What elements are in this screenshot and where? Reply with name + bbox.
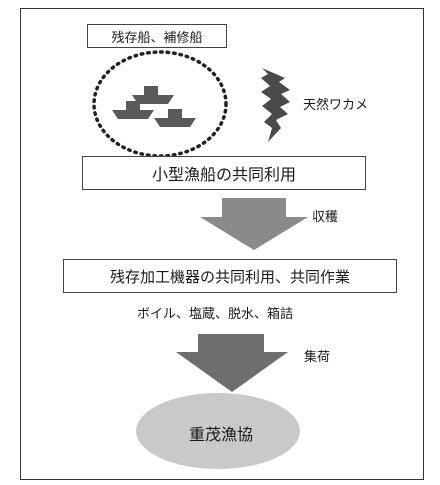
shared-boats-label: 小型漁船の共同利用: [151, 165, 296, 184]
boat-icon: [112, 101, 154, 119]
arrow-harvest: [200, 198, 308, 250]
shared-equipment-box: 残存加工機器の共同利用、共同作業: [63, 259, 397, 293]
seaweed-label: 天然ワカメ: [303, 98, 369, 113]
diagram-frame: [20, 8, 424, 480]
coop-label: 重茂漁協: [189, 425, 254, 444]
shipping-label: 集荷: [304, 350, 331, 365]
seaweed-icon: [261, 68, 290, 142]
boats-label-box: 残存船、補修船: [87, 24, 227, 48]
arrow-shipping: [176, 334, 288, 392]
boats-label: 残存船、補修船: [111, 30, 203, 46]
shared-boats-box: 小型漁船の共同利用: [82, 156, 366, 190]
boat-icon: [154, 109, 196, 127]
processing-steps-label: ボイル、塩蔵、脱水、箱詰: [137, 307, 294, 322]
shared-equipment-label: 残存加工機器の共同利用、共同作業: [109, 267, 350, 286]
harvest-label: 収穫: [312, 210, 339, 225]
coop-ellipse: [136, 393, 300, 469]
boat-icon: [132, 86, 174, 104]
